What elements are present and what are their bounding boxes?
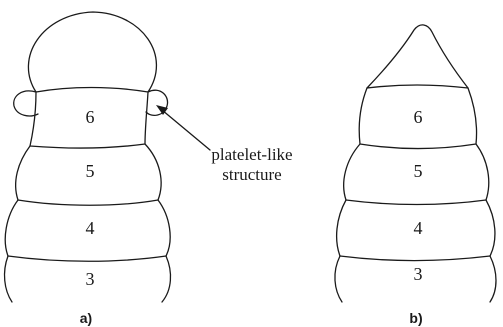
panel-a-segment-4-left: [4, 199, 19, 257]
panel-b-segment-6-outline: [358, 87, 478, 150]
panel-a-divider-4-3: [7, 255, 167, 262]
panel-b-label: b): [409, 310, 422, 326]
panel-a-segment-3-right: [161, 255, 172, 303]
panel-a-segment-6-label: 6: [86, 107, 95, 127]
annotation-arrow-line: [161, 109, 211, 151]
panel-b-segment-4-label: 4: [414, 218, 423, 238]
panel-b-segment-6-label: 6: [414, 107, 423, 127]
panel-a-right-platelet: [145, 89, 169, 117]
annotation-arrowhead: [156, 105, 168, 115]
panel-a-label: a): [80, 310, 92, 326]
panel-b-drawing: [334, 24, 497, 303]
panel-a-segment-4-right: [157, 199, 171, 257]
panel-b-divider-4-3: [339, 255, 491, 262]
panel-b-segment-3-left: [334, 255, 343, 303]
annotation-line-2: structure: [222, 165, 281, 184]
panel-b-segment-3-right: [489, 255, 497, 303]
panel-b-segment-4-right: [485, 199, 496, 257]
annotation-line-1: platelet-like: [211, 145, 292, 164]
panel-a-drawing: [3, 11, 211, 303]
panel-b-segment-5-label: 5: [414, 161, 423, 181]
panel-a-divider-5-4: [17, 199, 159, 206]
panel-b-segment-3-label: 3: [414, 264, 423, 284]
panel-a-head: [27, 11, 158, 93]
panel-b-segment-5-left: [343, 143, 361, 201]
panel-a-segment-4-label: 4: [86, 218, 95, 238]
panel-a-segment-5-label: 5: [86, 161, 95, 181]
panel-a-segment-3-left: [3, 255, 13, 303]
panel-b-head: [366, 24, 469, 89]
panel-a-segment-5-right: [144, 143, 162, 201]
panel-a-segment-3-label: 3: [86, 269, 95, 289]
panel-a-segment-5-outline: [15, 145, 31, 201]
panel-b-divider-5-4: [345, 199, 487, 206]
panel-b-segment-4-left: [335, 199, 347, 257]
panel-b-segment-5-right: [475, 143, 490, 201]
panel-a-left-platelet: [13, 90, 39, 117]
